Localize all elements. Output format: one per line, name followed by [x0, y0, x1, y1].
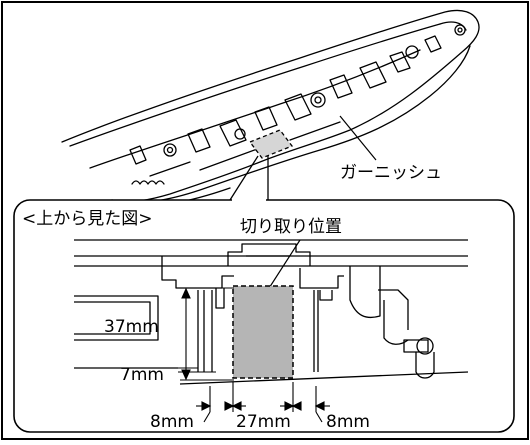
- dim-37mm-label: 37mm: [104, 317, 159, 337]
- dim-7mm-label: 7mm: [120, 365, 164, 385]
- zoom-line-left: [229, 155, 259, 201]
- garnish-part-illustration: [61, 9, 480, 208]
- dim-left-8mm-label: 8mm: [150, 412, 194, 432]
- dimension-lines: [96, 287, 330, 423]
- cut-position-label: 切り取り位置: [240, 217, 342, 237]
- garnish-leader-line: [339, 115, 377, 161]
- cut-area-marker-perspective: [248, 129, 294, 159]
- top-view-structure: [74, 239, 469, 385]
- top-view-title: <上から見た図>: [22, 209, 153, 229]
- dim-27mm-label: 27mm: [236, 412, 291, 432]
- dim-right-8mm-label: 8mm: [326, 412, 370, 432]
- cut-area-rect: [232, 285, 294, 379]
- garnish-label: ガーニッシュ: [340, 163, 442, 183]
